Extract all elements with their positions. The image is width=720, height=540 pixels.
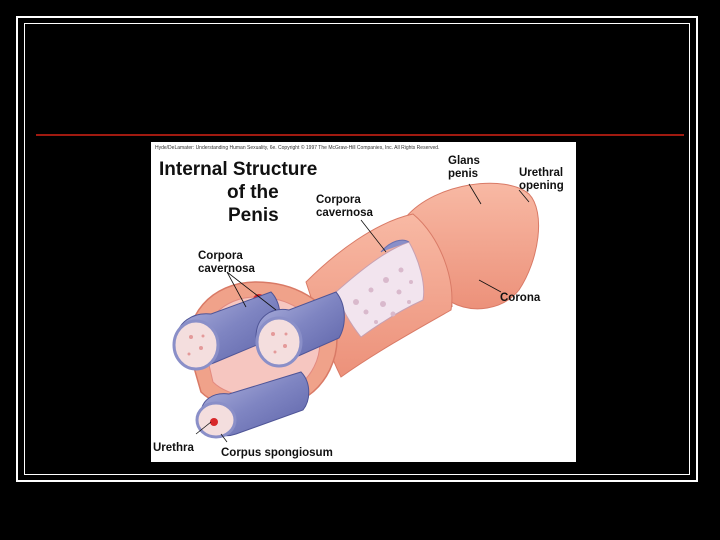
copyright-credit: Hyde/DeLamater: Understanding Human Sexu… — [155, 145, 440, 151]
diagram-title-line-3: Penis — [228, 205, 279, 226]
title-underline-rule — [36, 134, 684, 136]
label-glans-line-1: Glans — [448, 155, 480, 167]
cutaway-window — [335, 241, 425, 338]
diagram-title-line-2: of the — [227, 182, 279, 203]
left-corpus-end — [172, 319, 220, 371]
label-corpora-cavernosa-left-line-2: cavernosa — [198, 263, 255, 275]
penis-cross-section-drawing — [172, 182, 540, 443]
cutaway-texture — [353, 267, 413, 324]
label-urethra: Urethra — [153, 442, 194, 454]
diagram-title-line-1: Internal Structure — [159, 159, 318, 180]
label-urethral-opening-line-1: Urethral — [519, 167, 564, 179]
label-corpus-spongiosum: Corpus spongiosum — [221, 447, 333, 459]
label-corpora-cavernosa-left-line-1: Corpora — [198, 250, 243, 262]
leader-lines — [195, 183, 530, 443]
label-corona: Corona — [500, 292, 541, 304]
right-corpus-end — [255, 316, 303, 368]
slide-inner-border — [24, 23, 690, 475]
label-corpora-cavernosa-top-line-2: cavernosa — [316, 207, 373, 219]
slide-outer-border — [16, 16, 698, 482]
label-urethral-opening-line-2: opening — [519, 180, 564, 192]
urethra-lumen — [210, 418, 218, 426]
anatomy-illustration: Hyde/DeLamater: Understanding Human Sexu… — [151, 142, 576, 462]
label-glans-line-2: penis — [448, 168, 479, 180]
label-corpora-cavernosa-top-line-1: Corpora — [316, 194, 361, 206]
